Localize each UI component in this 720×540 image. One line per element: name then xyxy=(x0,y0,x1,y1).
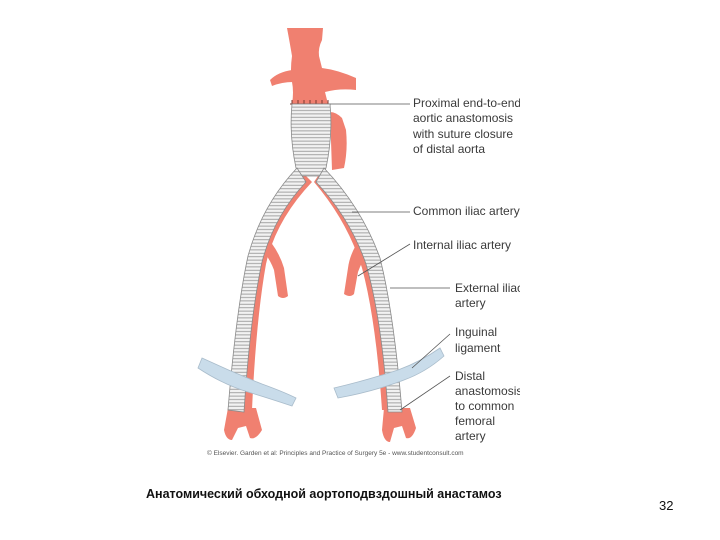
label-proximal-line-2: aortic anastomosis xyxy=(413,111,513,125)
label-inguinal-ligament: Inguinal ligament xyxy=(455,325,501,355)
right-femoral-branches xyxy=(224,408,262,440)
label-distal-anastomosis: Distal anastomosis to common femoral art… xyxy=(455,369,526,443)
leader-inguinal xyxy=(411,333,451,369)
label-distal-line-3: to common xyxy=(455,399,514,413)
right-iliac-artery xyxy=(232,170,312,410)
label-external-line-2: artery xyxy=(455,296,486,310)
inguinal-ligament-left xyxy=(333,347,445,399)
inguinal-ligaments xyxy=(197,347,445,407)
label-proximal-line-1: Proximal end-to-end xyxy=(413,96,521,110)
graft-left-limb xyxy=(315,167,403,413)
leader-internal-iliac xyxy=(357,243,411,277)
label-common-iliac-artery: Common iliac artery xyxy=(413,204,520,218)
left-iliac-artery xyxy=(314,170,402,410)
label-proximal-line-3: with suture closure xyxy=(412,127,513,141)
aorta-trunk xyxy=(287,28,356,104)
left-femoral-branches xyxy=(382,408,416,442)
label-inguinal-line-1: Inguinal xyxy=(455,325,497,339)
leader-lines xyxy=(330,103,451,411)
label-distal-line-1: Distal xyxy=(455,369,485,383)
label-proximal-anastomosis: Proximal end-to-end aortic anastomosis w… xyxy=(412,96,524,156)
label-internal-iliac-artery: Internal iliac artery xyxy=(413,238,511,252)
label-external-line-1: External iliac xyxy=(455,281,523,295)
inguinal-ligament-right xyxy=(197,357,297,407)
leader-distal xyxy=(399,375,451,411)
label-distal-line-2: anastomosis xyxy=(455,384,522,398)
label-proximal-line-4: of distal aorta xyxy=(413,142,485,156)
page-number: 32 xyxy=(659,498,674,513)
distal-aorta-stump xyxy=(330,112,347,170)
renal-artery-left xyxy=(270,70,293,86)
graft-right-limb xyxy=(227,167,307,413)
copyright-credit: © Elsevier. Garden et al: Principles and… xyxy=(207,449,464,457)
bifurcated-graft xyxy=(227,103,403,413)
slide-caption: Анатомический обходной аортоподвздошный … xyxy=(146,487,502,501)
label-distal-line-5: artery xyxy=(455,429,486,443)
graft-main-body xyxy=(290,103,332,177)
label-inguinal-line-2: ligament xyxy=(455,341,501,355)
label-external-iliac-artery: External iliac artery xyxy=(455,281,526,310)
aorta xyxy=(270,28,356,108)
label-distal-line-4: femoral xyxy=(455,414,495,428)
